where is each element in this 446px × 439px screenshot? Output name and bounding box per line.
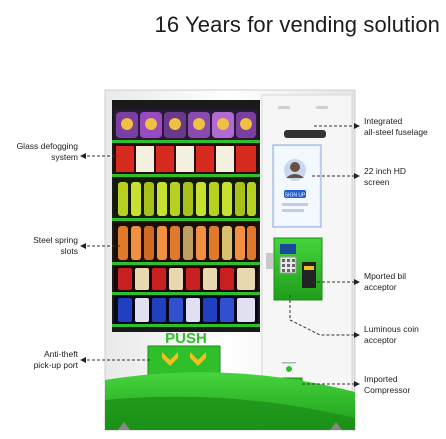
shelf-row-snacks-1 xyxy=(114,110,258,140)
shelf-row-snacks-2 xyxy=(114,144,258,174)
callout-compressor: Imported Compressor xyxy=(364,374,410,396)
callout-line: 22 inch HD xyxy=(364,166,407,176)
callout-line: Mported bil xyxy=(364,271,407,281)
callout-line: Imported xyxy=(364,374,398,384)
shelf-row-bottles-green xyxy=(114,178,258,218)
screen-badge: SIGN UP xyxy=(285,193,306,199)
callout-steel-spring-slots: Steel spring slots xyxy=(2,235,78,257)
hd-screen: SIGN UP xyxy=(272,144,322,228)
callout-line: Steel spring xyxy=(33,235,78,245)
callout-line: Glass defogging xyxy=(16,141,78,151)
callout-glass-defogging: Glass defogging system xyxy=(2,141,78,163)
callout-bill-acceptor: Mported bil acceptor xyxy=(364,271,406,293)
callout-line: pick-up port xyxy=(33,360,78,370)
callout-line: screen xyxy=(364,177,390,187)
callout-anti-theft-port: Anti-theft pick-up port xyxy=(2,349,78,371)
coin-acceptor xyxy=(282,362,296,372)
callout-line: Compressor xyxy=(364,385,411,395)
payment-module xyxy=(266,237,323,301)
callout-line: acceptor xyxy=(364,335,397,345)
product-shelves xyxy=(112,110,260,327)
callout-leaders xyxy=(82,125,358,385)
callout-line: Integrated xyxy=(364,116,403,126)
callout-line: Anti-theft xyxy=(43,349,78,359)
callout-line: Luminous coin xyxy=(364,324,419,334)
callout-coin-acceptor: Luminous coin acceptor xyxy=(364,324,419,346)
shelf-row-bottles-orange xyxy=(114,222,258,262)
pickup-port xyxy=(147,345,221,377)
callout-line: system xyxy=(51,152,78,162)
bill-slot xyxy=(302,262,316,288)
top-slot xyxy=(284,130,326,138)
callout-line: acceptor xyxy=(364,282,397,292)
callout-steel-fuselage: Integrated all-steel fuselage xyxy=(364,116,428,138)
callout-hd-screen: 22 inch HD screen xyxy=(364,166,406,188)
push-label: PUSH xyxy=(165,330,207,347)
callout-arrowheads xyxy=(80,123,360,387)
shelf-row-cans-blue xyxy=(114,296,258,324)
shelf-row-cans-red xyxy=(114,266,258,292)
page-headline: 16 Years for vending solution xyxy=(154,12,440,37)
callout-line: all-steel fuselage xyxy=(364,127,428,137)
callout-line: slots xyxy=(60,246,78,256)
